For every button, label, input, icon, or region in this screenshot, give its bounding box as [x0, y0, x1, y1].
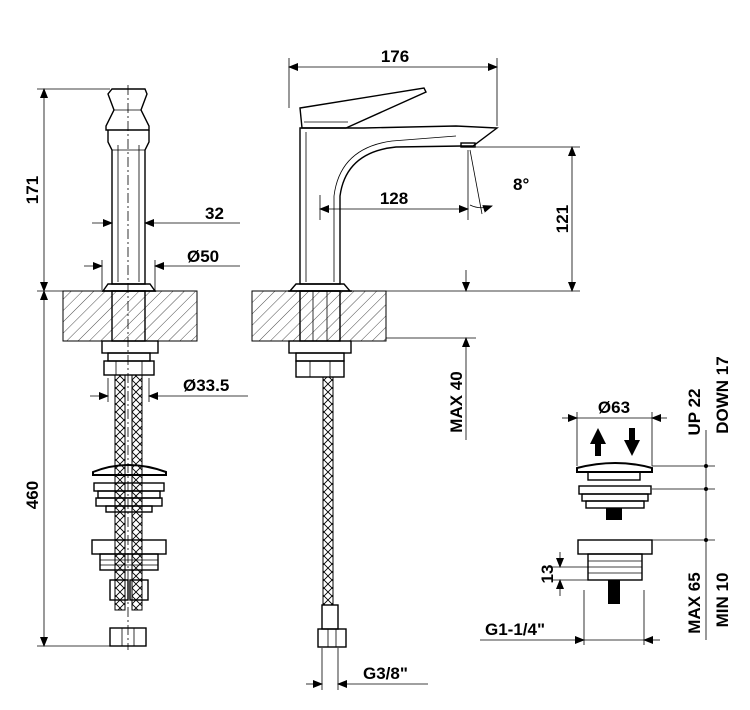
dim-overall-width: 176: [381, 47, 409, 66]
down-arrow-icon: [624, 428, 640, 456]
waste-cap: [576, 462, 653, 473]
dim-waste-min: MIN 10: [713, 573, 732, 628]
dim-shank-diameter: Ø33.5: [183, 376, 229, 395]
dim-total-length: 460: [23, 481, 42, 509]
dim-base-diameter: Ø50: [187, 247, 219, 266]
dim-spout-height: 121: [553, 205, 572, 233]
front-hose-right: [131, 374, 143, 611]
waste-detail: Ø63 UP 22 DOWN 17 MAX 65 MIN 10 13 G1-1/…: [480, 356, 732, 645]
front-view: 171 460 32 Ø50 Ø33.5: [23, 85, 248, 650]
dim-waste-nut: 13: [538, 565, 557, 584]
side-hose: [322, 376, 334, 606]
side-lever: [299, 87, 427, 129]
front-body: [107, 130, 150, 285]
dim-waste-max: MAX 65: [685, 572, 704, 633]
dim-waste-thread: G1-1/4": [485, 620, 545, 639]
front-base: [101, 283, 157, 292]
dim-waste-up: UP 22: [685, 389, 704, 436]
deck-section-left: [62, 290, 198, 342]
dim-waste-diameter: Ø63: [598, 398, 630, 417]
dim-waste-down: DOWN 17: [713, 356, 732, 433]
side-spout: [299, 125, 499, 285]
front-waste-cap: [92, 464, 167, 476]
dim-handle-height: 171: [23, 176, 42, 204]
deck-section-right: [251, 290, 387, 342]
dim-deck-max: MAX 40: [447, 371, 466, 432]
dim-body-width: 32: [205, 204, 224, 223]
dim-hose-thread: G3/8": [363, 664, 408, 683]
front-hose-left: [114, 374, 126, 611]
front-handle: [105, 88, 150, 131]
side-view: 176 128 8° 121 MAX 40 G3/8": [251, 47, 580, 690]
up-arrow-icon: [590, 428, 606, 456]
dim-spout-angle: 8°: [513, 175, 529, 194]
dim-spout-reach: 128: [380, 189, 408, 208]
